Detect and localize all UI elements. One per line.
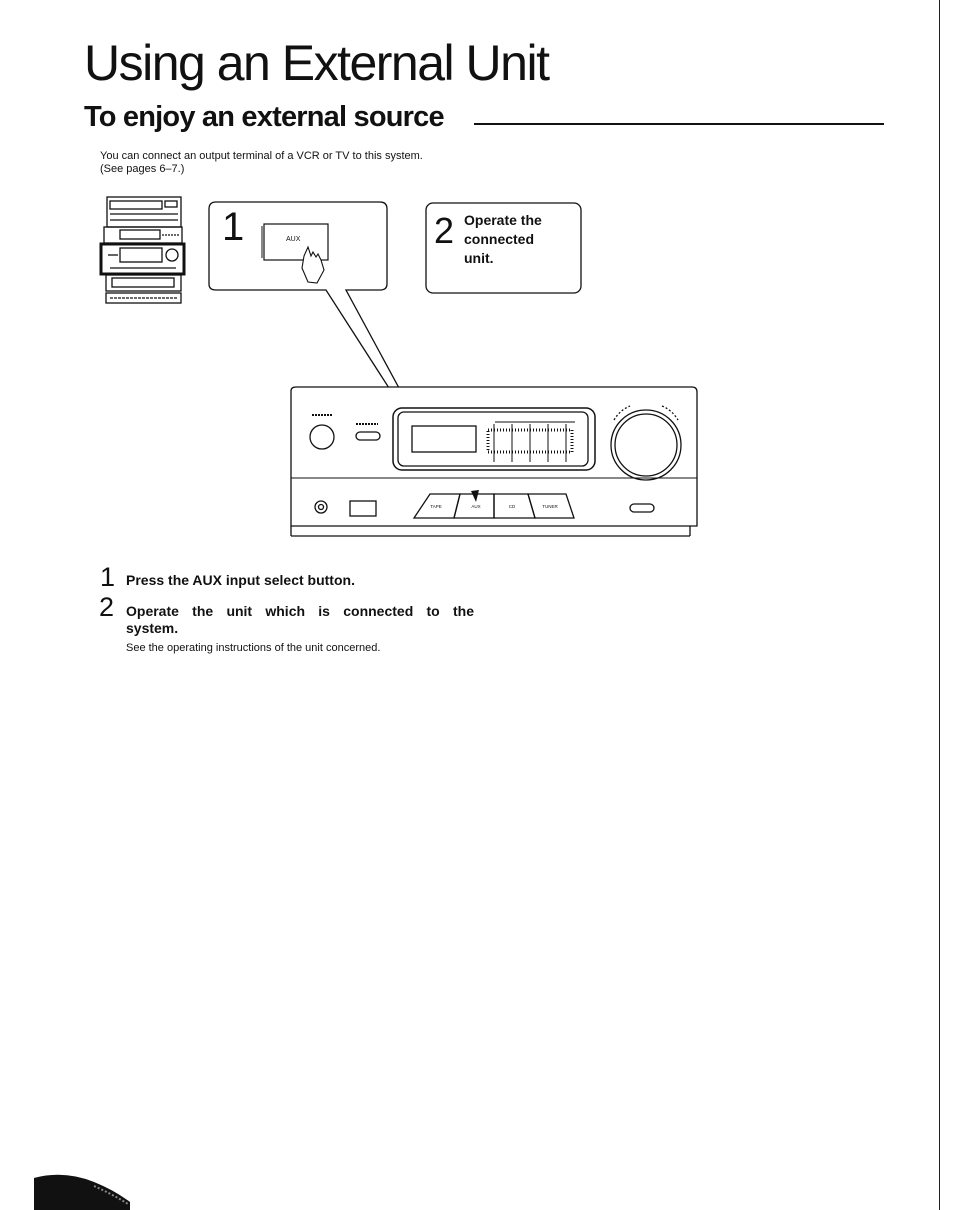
intro-text-line-1: You can connect an output terminal of a … <box>100 150 423 162</box>
sensor-window <box>349 500 377 517</box>
tape-button-label: TAPE <box>430 504 441 509</box>
tuner-button <box>527 493 575 519</box>
step-2-number: 2 <box>99 592 115 622</box>
step-2-text-line-1: Operate the unit which is connected to t… <box>126 603 474 619</box>
amplifier-front-panel <box>290 386 698 537</box>
callout-2-line-2: connected <box>464 231 534 247</box>
system-stack-illustration <box>99 196 186 304</box>
display-window <box>392 407 596 471</box>
callout-2: 2 Operate the connected unit. <box>425 202 582 294</box>
heading-rule <box>474 123 884 125</box>
corner-scan-mark <box>34 1174 130 1210</box>
page-edge-line <box>939 0 940 1210</box>
power-knob <box>309 424 335 450</box>
aux-button-closeup <box>263 223 329 261</box>
dimmer-button <box>629 503 655 513</box>
callout-2-line-1: Operate the <box>464 212 542 228</box>
intro-text-line-2: (See pages 6–7.) <box>100 163 185 175</box>
super-bass-button <box>355 431 381 441</box>
step-2-note: See the operating instructions of the un… <box>126 642 381 654</box>
phones-jack <box>314 500 328 514</box>
callout-1-number: 1 <box>222 205 244 249</box>
step-1-number: 1 <box>100 562 116 592</box>
step-1-text: Press the AUX input select button. <box>126 572 355 588</box>
step-2-text-line-2: system. <box>126 620 179 636</box>
volume-knob <box>610 409 682 481</box>
pointing-hand-icon <box>301 245 325 284</box>
page-title: Using an External Unit <box>84 35 550 91</box>
equalizer-sliders <box>486 421 575 462</box>
illustration: 1 AUX 2 Operate the connected unit. <box>99 196 698 537</box>
section-heading: To enjoy an external source <box>84 101 445 133</box>
callout-2-number: 2 <box>434 210 454 251</box>
arrow-to-aux-icon <box>471 490 479 502</box>
cd-button-label: CD <box>509 504 516 509</box>
tuner-button-label: TUNER <box>542 504 558 509</box>
aux-button-label: AUX <box>286 236 301 243</box>
callout-2-line-3: unit. <box>464 250 494 266</box>
aux-panel-label: AUX <box>471 504 480 509</box>
